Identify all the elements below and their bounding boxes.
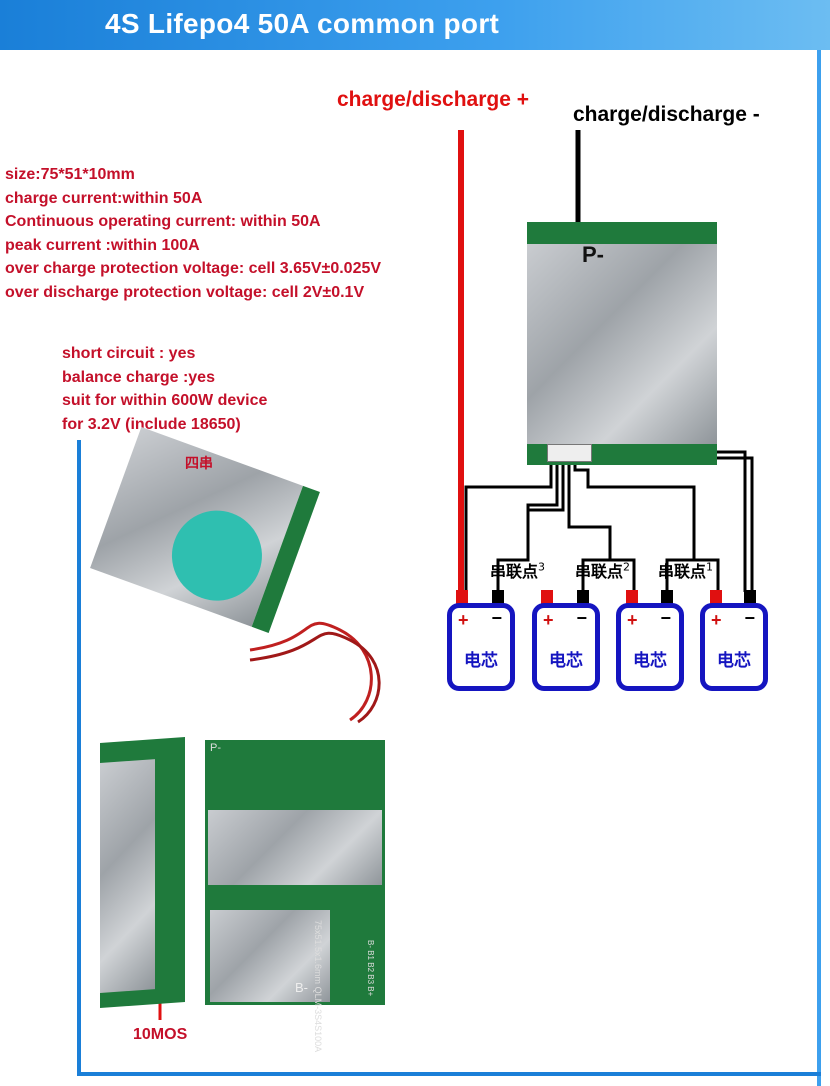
spec-item: size:75*51*10mm bbox=[5, 166, 135, 183]
series-point-3: 串联点3 bbox=[490, 560, 546, 581]
title-banner: 4S Lifepo4 50A common port bbox=[0, 0, 830, 50]
spec-item: peak current :within 100A bbox=[5, 236, 200, 254]
spec-item: Continuous operating current: within 50A bbox=[5, 213, 321, 230]
product-photo-side bbox=[100, 737, 185, 1008]
spec-item: over charge protection voltage: cell 3.6… bbox=[5, 260, 382, 277]
feature-item: for 3.2V (include 18650) bbox=[62, 415, 241, 433]
frame-left bbox=[77, 440, 81, 1076]
feature-list: short circuit : yes balance charge :yes … bbox=[62, 342, 267, 436]
terminals bbox=[456, 590, 756, 604]
feature-item: short circuit : yes bbox=[62, 345, 196, 362]
series-point-1: 串联点1 bbox=[658, 560, 714, 581]
spec-item: charge current:within 50A bbox=[5, 189, 203, 207]
series-label: 四串 bbox=[185, 456, 213, 472]
cable bbox=[249, 621, 373, 722]
battery-cell: +−电芯 bbox=[532, 603, 600, 691]
series-point-2: 串联点2 bbox=[575, 560, 631, 581]
frame-right bbox=[817, 50, 821, 1086]
positive-label: charge/discharge + bbox=[337, 88, 530, 111]
b-minus-label: B- bbox=[295, 980, 308, 995]
balance-connector bbox=[547, 444, 592, 462]
pin-labels: B- B1 B2 B3 B+ bbox=[366, 940, 375, 997]
battery-cell: +−电芯 bbox=[700, 603, 768, 691]
product-photo-front: P- B- 75x51.5x1.6mm QLM-3S4S100A B- B1 B… bbox=[205, 740, 385, 1052]
spec-item: over discharge protection voltage: cell … bbox=[5, 283, 365, 301]
feature-item: suit for within 600W device bbox=[62, 392, 268, 409]
mos-label: 10MOS bbox=[133, 1026, 188, 1043]
spec-list: size:75*51*10mm charge current:within 50… bbox=[5, 163, 381, 304]
model-label: 75x51.5x1.6mm QLM-3S4S100A bbox=[313, 920, 323, 1053]
feature-item: balance charge :yes bbox=[62, 368, 215, 386]
title: 4S Lifepo4 50A common port bbox=[105, 8, 500, 39]
battery-cell: +−电芯 bbox=[616, 603, 684, 691]
battery-cell: +−电芯 bbox=[447, 603, 515, 691]
bms-board-top: P- bbox=[527, 222, 717, 465]
frame-bottom bbox=[77, 1072, 821, 1076]
p-minus-label: P- bbox=[582, 242, 604, 267]
negative-label: charge/discharge - bbox=[573, 103, 760, 126]
balance-wires bbox=[464, 450, 754, 592]
